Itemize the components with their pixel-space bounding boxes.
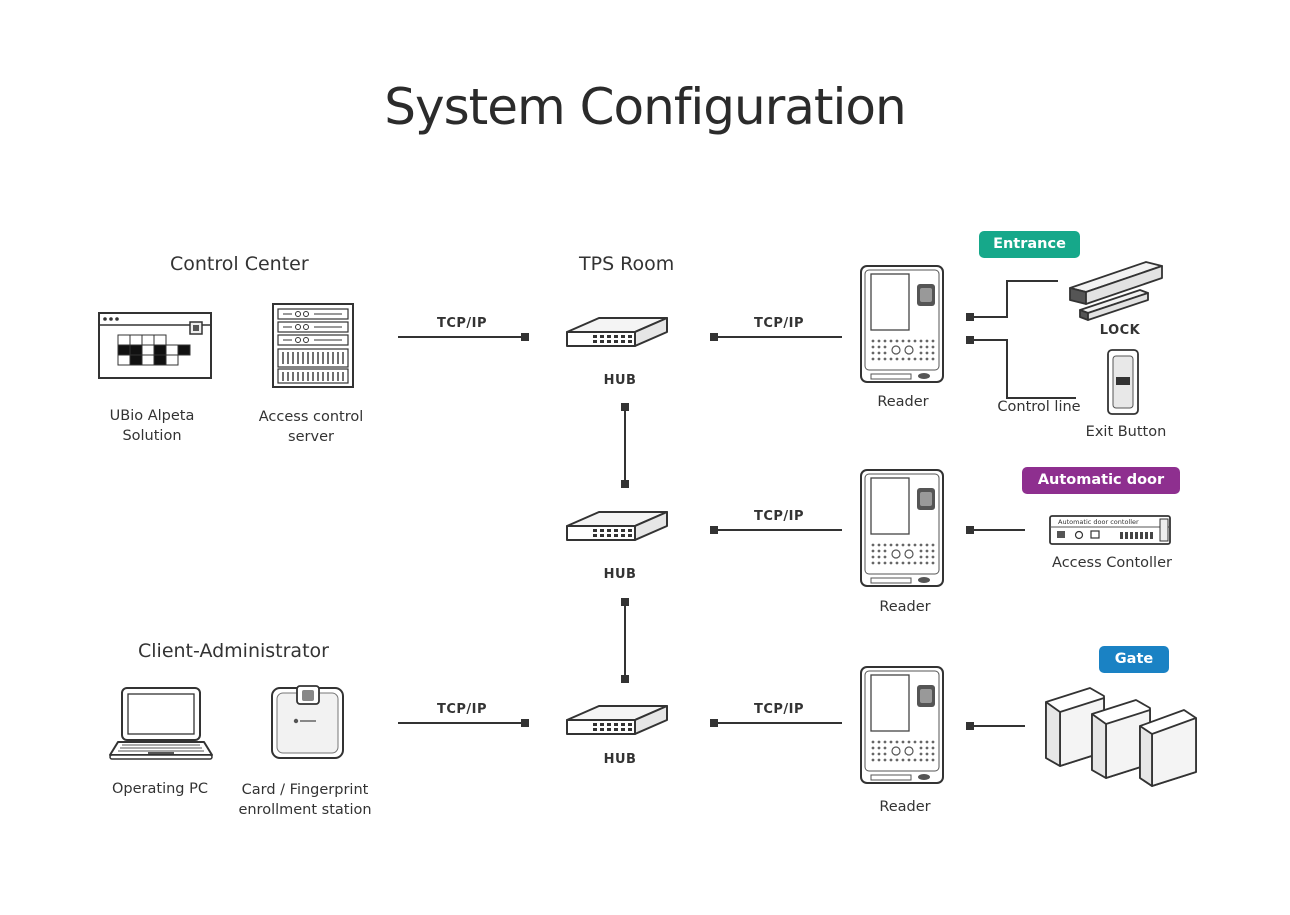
laptop-icon bbox=[109, 687, 213, 760]
exit-button-label: Exit Button bbox=[1085, 424, 1167, 440]
tcpip-label: TCP/IP bbox=[436, 316, 488, 331]
tcpip-label: TCP/IP bbox=[753, 316, 805, 331]
automatic-door-badge: Automatic door bbox=[1022, 467, 1180, 494]
connector-node bbox=[621, 403, 629, 411]
connector-node bbox=[621, 598, 629, 606]
hub-label: HUB bbox=[603, 752, 637, 767]
reader-device-icon bbox=[860, 265, 944, 383]
connector-node bbox=[710, 526, 718, 534]
ubio-label-line2: Solution bbox=[122, 428, 182, 444]
tcpip-label: TCP/IP bbox=[436, 702, 488, 717]
hub-icon bbox=[566, 317, 668, 347]
section-client-administrator: Client-Administrator bbox=[138, 640, 329, 662]
reader-label: Reader bbox=[877, 394, 929, 410]
server-label: Access control server bbox=[250, 407, 372, 447]
tcpip-label: TCP/IP bbox=[753, 509, 805, 524]
gate-badge: Gate bbox=[1099, 646, 1169, 673]
control-line-label: Control line bbox=[997, 399, 1081, 415]
connector-node bbox=[710, 719, 718, 727]
connector-node bbox=[621, 675, 629, 683]
reader-device-icon bbox=[860, 666, 944, 784]
access-controller-icon bbox=[1049, 515, 1171, 545]
access-controller-label: Access Contoller bbox=[1052, 555, 1172, 571]
control-line-to-exit-button bbox=[974, 339, 1076, 399]
connector-node bbox=[966, 722, 974, 730]
connector-node bbox=[966, 526, 974, 534]
hub-icon bbox=[566, 705, 668, 735]
station-label-line2: enrollment station bbox=[238, 802, 372, 818]
hub-label: HUB bbox=[603, 373, 637, 388]
station-label-line1: Card / Fingerprint bbox=[241, 782, 369, 798]
lock-label: LOCK bbox=[1099, 323, 1141, 338]
reader-label: Reader bbox=[879, 599, 931, 615]
connector-node bbox=[621, 480, 629, 488]
ubio-label-line1: UBio Alpeta bbox=[109, 408, 195, 424]
page-title: System Configuration bbox=[384, 78, 906, 136]
tcpip-label: TCP/IP bbox=[753, 702, 805, 717]
enrollment-station-label: Card / Fingerprint enrollment station bbox=[230, 780, 380, 820]
server-rack-icon bbox=[272, 303, 354, 388]
hub-icon bbox=[566, 511, 668, 541]
connector-node bbox=[966, 336, 974, 344]
server-label-line2: server bbox=[288, 429, 334, 445]
connector-node bbox=[966, 313, 974, 321]
exit-button-icon bbox=[1107, 349, 1139, 415]
operating-pc-label: Operating PC bbox=[112, 781, 208, 797]
reader-device-icon bbox=[860, 469, 944, 587]
section-tps-room: TPS Room bbox=[579, 253, 675, 275]
controller-panel-text: Automatic door contoller bbox=[1058, 518, 1139, 526]
gate-turnstile-icon bbox=[1045, 687, 1197, 787]
connector-node bbox=[521, 719, 529, 727]
control-line-to-lock bbox=[974, 280, 1058, 318]
magnetic-lock-icon bbox=[1069, 261, 1163, 321]
connector-node bbox=[710, 333, 718, 341]
ubio-solution-label: UBio Alpeta Solution bbox=[100, 406, 204, 446]
enrollment-station-icon bbox=[271, 685, 344, 759]
connector-node bbox=[521, 333, 529, 341]
ubio-solution-window-icon bbox=[98, 312, 212, 379]
entrance-badge: Entrance bbox=[979, 231, 1080, 258]
server-label-line1: Access control bbox=[258, 409, 364, 425]
hub-label: HUB bbox=[603, 567, 637, 582]
reader-label: Reader bbox=[879, 799, 931, 815]
section-control-center: Control Center bbox=[170, 253, 309, 275]
